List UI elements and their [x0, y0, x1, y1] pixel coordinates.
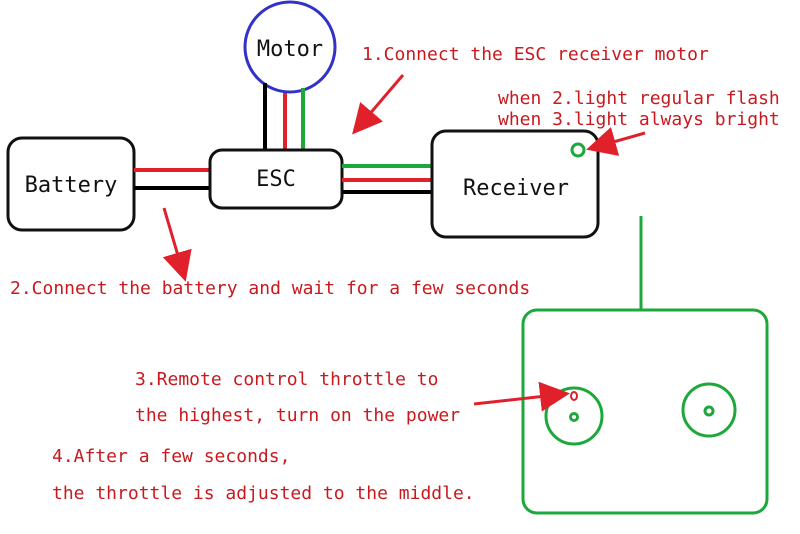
motor-label: Motor [257, 37, 323, 62]
arrow-step2 [162, 207, 192, 282]
step1-text: 1.Connect the ESC receiver motor [362, 44, 709, 65]
arrow-step3 [473, 381, 570, 412]
led-flash-text: when 2.light regular flash [498, 88, 780, 109]
arrow-led [586, 127, 646, 156]
step4-line1-text: 4.After a few seconds, [52, 446, 290, 467]
step3-line1-text: 3.Remote control throttle to [135, 369, 438, 390]
receiver-box [430, 129, 600, 239]
remote-control-body [521, 308, 769, 515]
step2-text: 2.Connect the battery and wait for a few… [10, 278, 530, 299]
motor-circle [243, 0, 337, 94]
arrow-step1 [352, 74, 405, 135]
receiver-led [570, 142, 586, 158]
esc-label: ESC [256, 167, 296, 192]
receiver-label: Receiver [463, 176, 569, 201]
right-stick-center [703, 405, 715, 417]
throttle-top-marker [570, 391, 578, 401]
step4-line2-text: the throttle is adjusted to the middle. [52, 483, 475, 504]
led-bright-text: when 3.light always bright [498, 109, 780, 130]
battery-label: Battery [25, 173, 118, 198]
throttle-stick-center [569, 412, 579, 422]
battery-box [6, 136, 136, 232]
step3-line2-text: the highest, turn on the power [135, 405, 460, 426]
